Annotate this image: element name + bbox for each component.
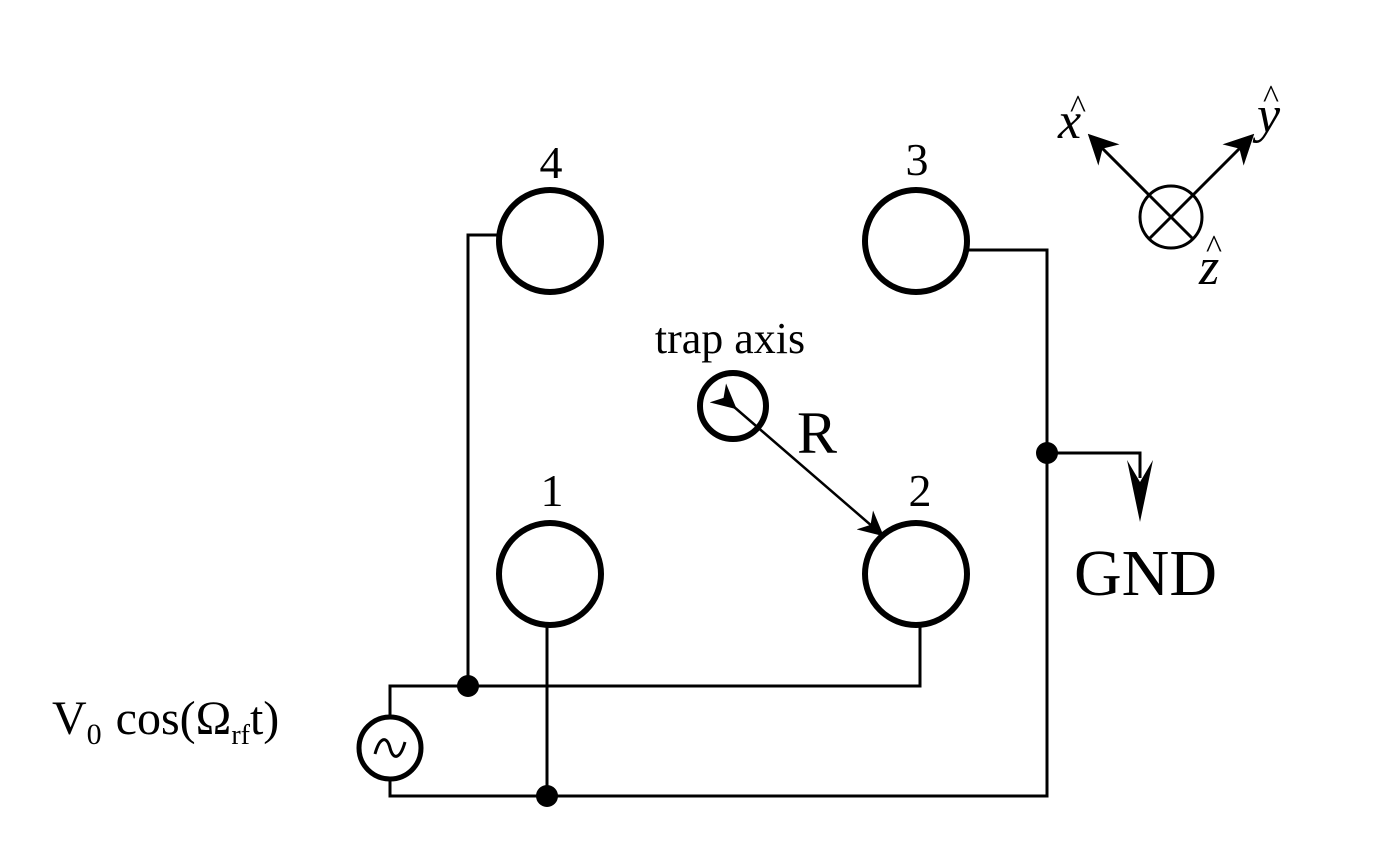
source-label-rf-subscript: rf — [231, 720, 250, 751]
x-axis-label: x — [1057, 93, 1081, 150]
radius-label: R — [797, 400, 837, 466]
source-label-t: t) — [250, 692, 279, 745]
trap-axis-label: trap axis — [655, 314, 805, 363]
electrode-2 — [862, 520, 970, 628]
electrode-4-label: 4 — [540, 137, 563, 188]
z-axis-label: z — [1198, 239, 1219, 296]
wire-top-rail — [388, 626, 922, 716]
y-axis-arrow — [1191, 133, 1255, 197]
electrode-1-label: 1 — [541, 465, 564, 516]
x-axis-arrow — [1087, 133, 1151, 197]
y-axis-label: y — [1252, 87, 1281, 144]
wiring — [388, 233, 1142, 798]
radius-arrow — [709, 383, 884, 537]
source-label-cos: cos(Ω — [116, 692, 232, 745]
electrode-4 — [496, 187, 604, 295]
wire-bottom-rail — [388, 248, 1049, 798]
sine-wave-icon — [373, 738, 407, 758]
y-axis-hat: ^ — [1263, 79, 1279, 116]
z-axis-into-page-icon — [1138, 184, 1204, 250]
electrode-1 — [496, 520, 604, 628]
junction-dot-bottom — [536, 785, 558, 807]
z-axis-hat: ^ — [1206, 229, 1222, 266]
wire-ground — [1047, 451, 1142, 478]
electrode-3 — [862, 187, 970, 295]
source-label-v-subscript: 0 — [87, 718, 102, 751]
source-label-v: V — [52, 692, 87, 745]
x-axis-hat: ^ — [1070, 89, 1086, 126]
source-label: V0 cos(Ωrft) — [52, 692, 279, 751]
junction-dot-right — [1036, 442, 1058, 464]
junction-dot-top — [457, 675, 479, 697]
coordinate-axes: x ^ y ^ z ^ — [1057, 79, 1281, 296]
ground-arrow-icon — [1127, 460, 1153, 522]
electrodes — [496, 187, 970, 628]
z-axis-cross-line-2 — [1147, 193, 1195, 241]
electrode-2-label: 2 — [909, 465, 932, 516]
electrode-3-label: 3 — [906, 134, 929, 185]
ground-label: GND — [1074, 537, 1217, 610]
wire-electrode-4 — [466, 233, 497, 686]
